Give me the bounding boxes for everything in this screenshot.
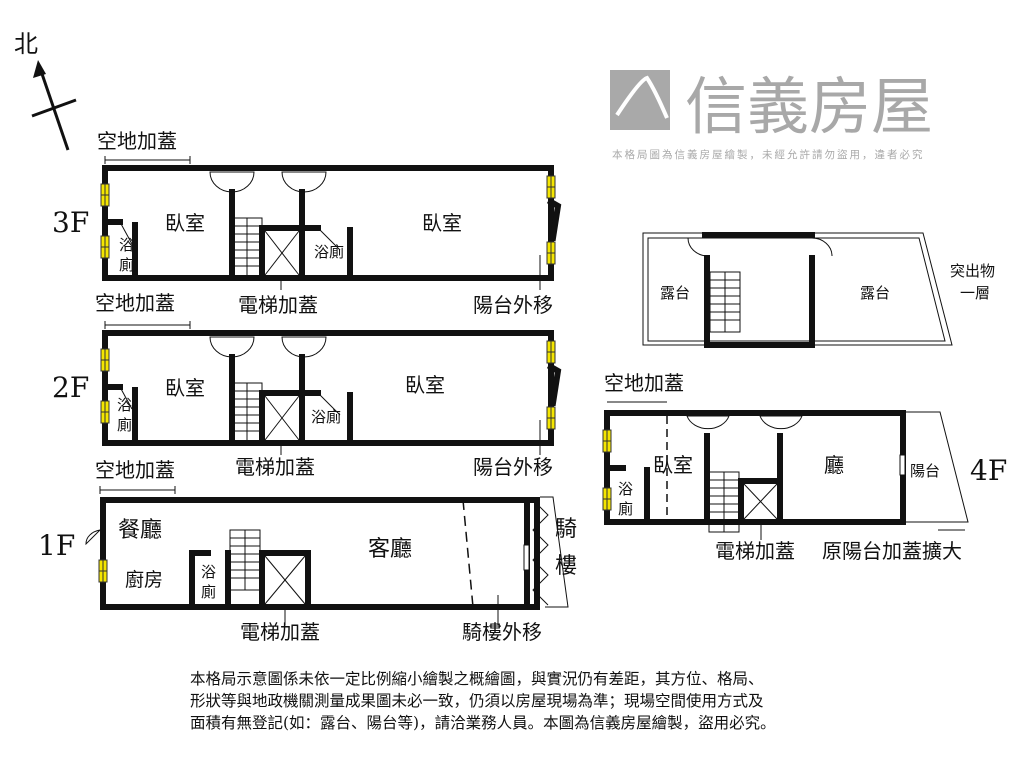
- room-label: 浴: [117, 396, 132, 414]
- room-label: 廚房: [125, 568, 163, 591]
- room-label: 廳: [824, 453, 844, 477]
- annotation: 空地加蓋: [95, 291, 175, 315]
- annotation: 電梯加蓋: [235, 455, 315, 479]
- annotation: 電梯加蓋: [715, 539, 795, 563]
- roof-plan: [642, 232, 953, 348]
- disclaimer-line: 本格局示意圖係未依一定比例縮小繪製之概繪圖，與實況仍有差距，其方位、格局、: [190, 670, 764, 688]
- watermark-logo: 信義房屋 本格局圖為信義房屋繪製，未經允許請勿盜用，違者必究: [610, 70, 933, 161]
- disclaimer-line: 面積有無登記(如：露台、陽台等)，請洽業務人員。本圖為信義房屋繪製，盜用必究。: [190, 714, 776, 732]
- annotation: 空地加蓋: [95, 458, 175, 482]
- room-label: 浴廁: [314, 243, 344, 261]
- watermark-notice: 本格局圖為信義房屋繪製，未經允許請勿盜用，違者必究: [612, 148, 925, 161]
- north-arrow-icon: [31, 60, 77, 151]
- floor-label-4f: 4F: [970, 454, 1007, 487]
- annotation: 空地加蓋: [604, 371, 684, 395]
- room-label: 浴: [119, 236, 134, 254]
- room-label: 浴: [618, 480, 633, 498]
- disclaimer-line: 形狀等與地政機關測量成果圖未必一致，仍須以房屋現場為準；現場空間使用方式及: [190, 692, 764, 710]
- compass-label: 北: [14, 30, 38, 58]
- room-label: 廁: [117, 416, 132, 434]
- disclaimer: 本格局示意圖係未依一定比例縮小繪製之概繪圖，與實況仍有差距，其方位、格局、 形狀…: [190, 668, 776, 734]
- room-label: 臥室: [165, 376, 205, 400]
- annotation: 電梯加蓋: [240, 620, 320, 644]
- room-label: 廁: [119, 256, 134, 274]
- floor-1f-plan: [85, 486, 569, 625]
- room-label: 臥室: [165, 211, 205, 235]
- annotation: 陽台外移: [473, 455, 553, 479]
- room-label: 臥室: [405, 373, 445, 397]
- room-label: 臥室: [653, 453, 693, 477]
- room-label: 廁: [618, 500, 633, 518]
- annotation: 空地加蓋: [97, 129, 177, 153]
- room-label: 露台: [860, 284, 890, 302]
- room-label: 露台: [660, 284, 690, 302]
- room-label: 廁: [201, 583, 216, 601]
- annotation: 一層: [960, 284, 990, 302]
- room-label: 餐廳: [118, 518, 162, 543]
- room-label: 陽台: [910, 462, 940, 480]
- room-label: 客廳: [368, 537, 412, 562]
- room-label: 浴: [201, 563, 216, 581]
- room-label: 樓: [555, 554, 577, 579]
- floor-label-3f: 3F: [52, 206, 89, 239]
- annotation: 陽台外移: [473, 293, 553, 317]
- annotation: 突出物: [950, 262, 995, 280]
- room-label: 騎: [555, 517, 577, 542]
- floor-4f-plan: [602, 401, 969, 540]
- annotation: 騎樓外移: [462, 620, 542, 644]
- room-label: 浴廁: [311, 408, 341, 426]
- floor-label-2f: 2F: [52, 371, 89, 404]
- annotation: 原陽台加蓋擴大: [822, 539, 962, 563]
- watermark-brand: 信義房屋: [685, 70, 933, 143]
- floor-label-1f: 1F: [38, 529, 75, 562]
- room-label: 臥室: [422, 211, 462, 235]
- annotation: 電梯加蓋: [238, 293, 318, 317]
